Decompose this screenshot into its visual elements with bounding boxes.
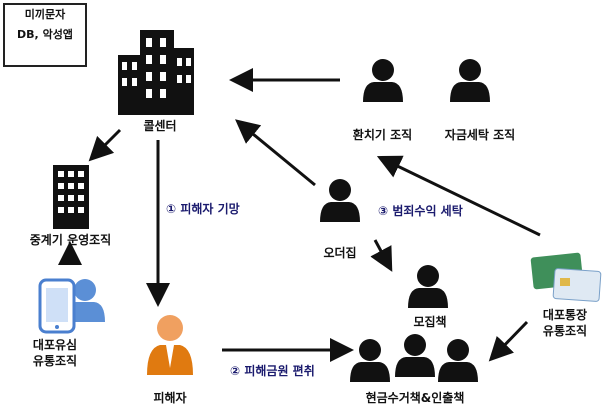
laundering-2-label: 자금세탁 조직 [444,128,516,142]
laundering-1-label: 환치기 조직 [352,128,413,142]
arrow-callcenter-to-relay [88,128,122,162]
relay-building-icon [53,165,89,229]
sim-label: 대포유심 유통조직 [32,338,78,368]
bank-card-icon [530,252,602,302]
legend-line-2: DB, 악성앱 [17,28,73,41]
laundering-person-2-icon [450,59,490,102]
call-center-label: 콜센터 [143,119,177,133]
victim-person-icon [147,315,193,375]
legend-line-1: 미끼문자 [24,8,66,21]
collectors-label: 현금수거책&인출책 [365,391,465,405]
step-2-label: ② 피해금원 편취 [230,364,315,378]
legend-box: 미끼문자 DB, 악성앱 [3,3,87,67]
recruiter-person-icon [408,265,448,308]
collector-person-3-icon [438,339,478,382]
relay-label: 중계기 운영조직 [29,233,112,247]
arrow-orderhouse-to-recruiter [370,239,393,272]
step-1-label: ① 피해자 기망 [166,202,240,216]
arrow-bank-to-callcenter [376,155,541,237]
laundering-person-1-icon [363,59,403,102]
order-house-person-icon [320,179,360,222]
arrow-orderhouse-to-callcenter [235,119,316,187]
recruiter-label: 모집책 [413,315,447,329]
step-3-label: ③ 범죄수익 세탁 [378,204,463,218]
collector-person-2-icon [395,334,435,377]
collector-person-1-icon [350,339,390,382]
victim-label: 피해자 [153,391,187,405]
order-house-label: 오더집 [323,246,357,260]
arrow-bank-to-collectors [488,320,529,362]
bank-acct-label: 대포통장 유통조직 [542,308,588,338]
phone-person-icon [38,278,105,334]
call-center-building-icon [118,30,194,115]
